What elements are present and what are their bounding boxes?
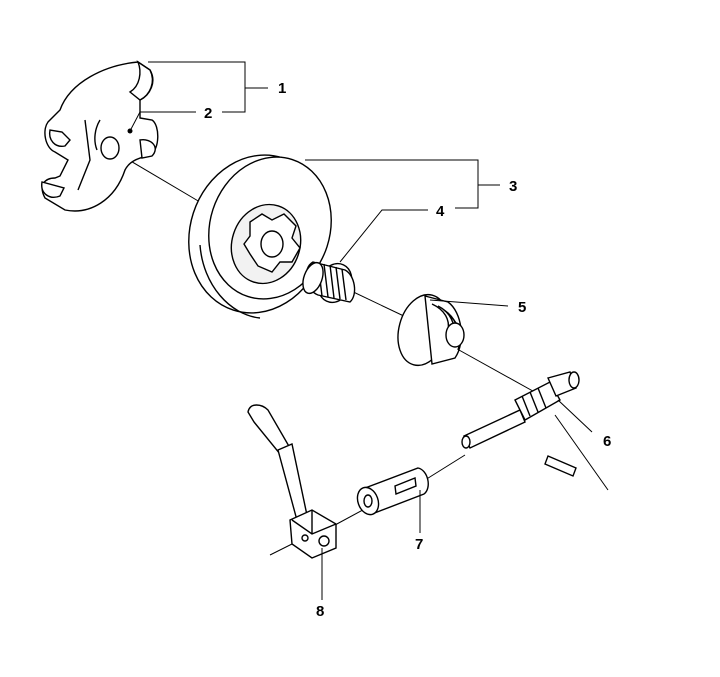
callout-3: 3 [509, 178, 517, 195]
clutch-shoe-assembly [41, 60, 159, 212]
assembly-axis-lines [111, 149, 609, 556]
clutch-drum [188, 154, 332, 319]
callout-4: 4 [436, 203, 445, 220]
callout-labels: 1 2 3 4 5 6 7 8 [204, 80, 611, 620]
callout-2: 2 [204, 105, 212, 122]
callout-7: 7 [415, 536, 423, 553]
callout-1: 1 [278, 80, 286, 97]
callout-5: 5 [518, 299, 526, 316]
sleeve [356, 467, 429, 516]
leader-lines [129, 61, 593, 600]
callout-8: 8 [316, 603, 324, 620]
worm-gear [397, 293, 465, 367]
needle-bearing [302, 261, 356, 304]
adjuster-lever [247, 404, 337, 559]
pump-drive-shaft [461, 371, 580, 477]
callout-6: 6 [603, 433, 611, 450]
